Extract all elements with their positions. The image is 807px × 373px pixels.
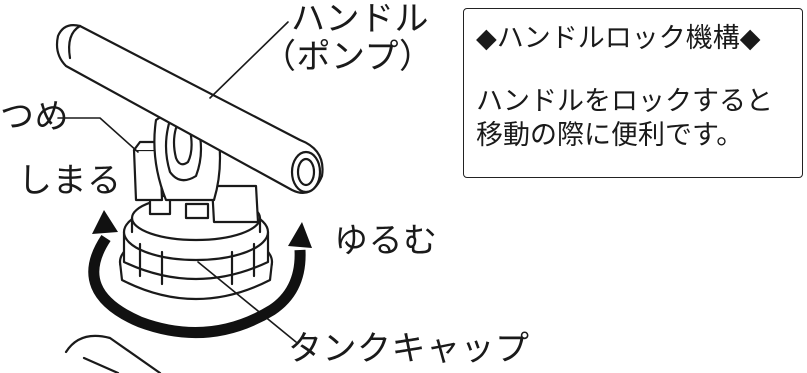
note-body: ハンドルをロックすると 移動の際に便利です。 xyxy=(476,85,773,153)
claw-leader-line xyxy=(57,117,139,153)
handle-bar-partial xyxy=(64,334,162,373)
handle-leader-line xyxy=(209,21,289,99)
handle-lock-note: ◆ハンドルロック機構◆ ハンドルをロックすると 移動の際に便利です。 xyxy=(463,8,803,178)
handle-label-line2: （ポンプ） xyxy=(262,37,434,77)
note-body-line1: ハンドルをロックすると xyxy=(476,86,773,117)
tighten-arrowhead xyxy=(92,210,118,234)
handle-label-line1: ハンドル xyxy=(291,0,429,39)
note-title: ◆ハンドルロック機構◆ xyxy=(476,23,761,54)
tank-cap-label: タンクキャップ xyxy=(288,329,530,369)
note-body-line2: 移動の際に便利です。 xyxy=(476,120,744,151)
handle-bar xyxy=(55,24,324,194)
loosen-label: ゆるむ xyxy=(334,221,438,261)
claw-label: つめ xyxy=(0,97,69,137)
loosen-arrowhead xyxy=(288,222,312,248)
tighten-label: しまる xyxy=(18,161,122,201)
rotation-arrow xyxy=(88,210,312,339)
tank-cap-leader-line xyxy=(197,261,297,343)
